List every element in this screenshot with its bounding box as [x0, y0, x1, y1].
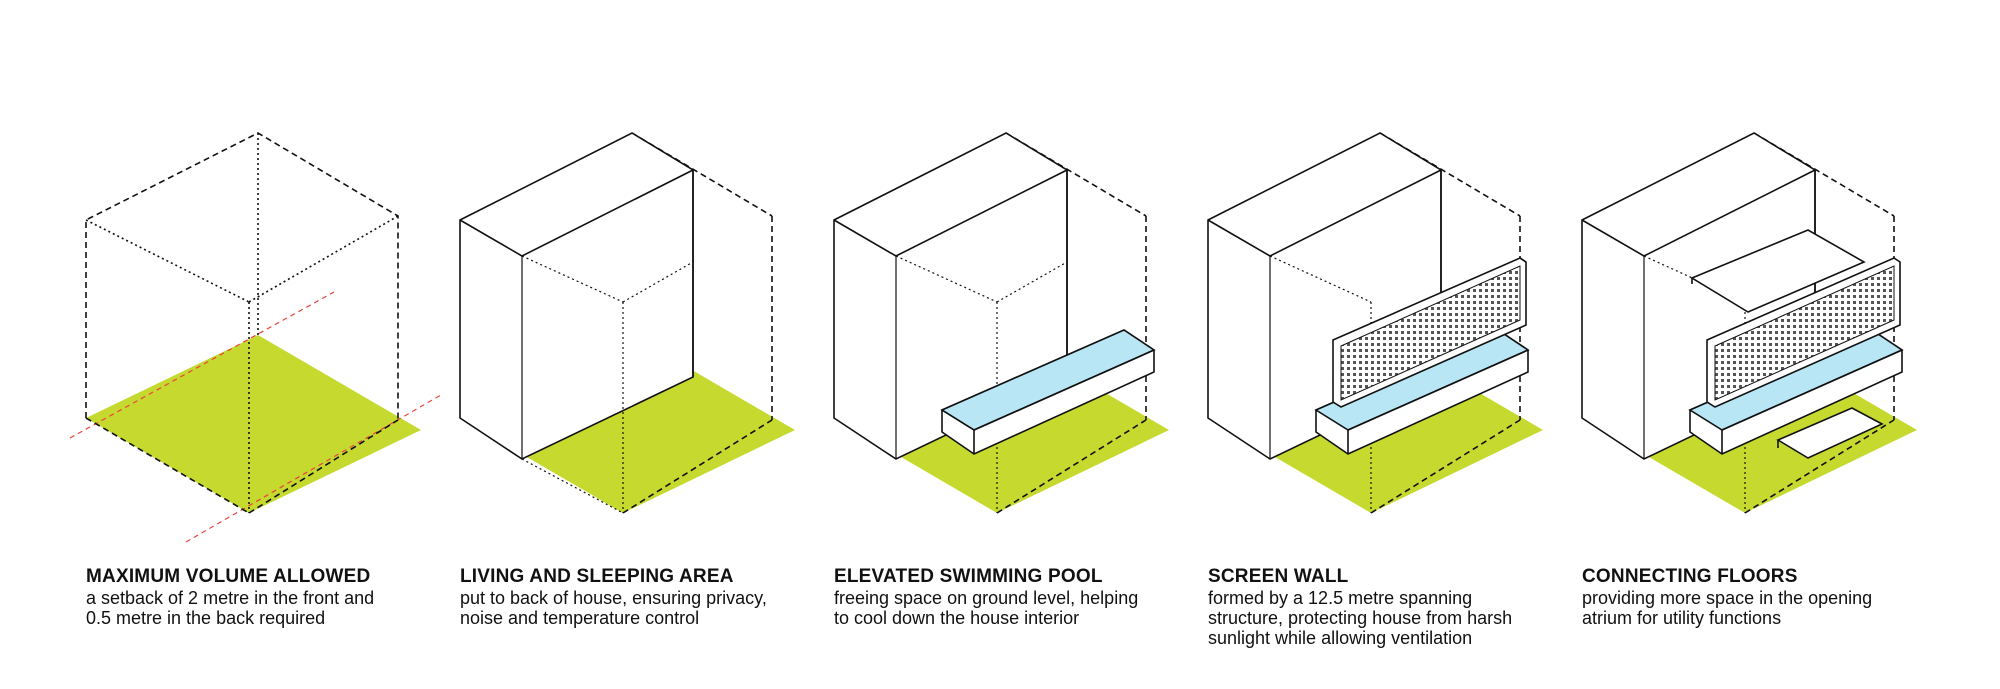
elevated-pool: [940, 329, 1156, 455]
screen-wall-diagram: [1207, 132, 1543, 514]
step-title: ELEVATED SWIMMING POOL: [834, 566, 1103, 587]
step-desc-line: 0.5 metre in the back required: [86, 608, 326, 628]
living-sleeping-diagram: [459, 132, 795, 514]
elevated-pool: [1314, 329, 1530, 455]
step-desc-line: atrium for utility functions: [1582, 608, 1782, 628]
step-desc-line: providing more space in the opening: [1582, 588, 1873, 608]
max-volume-envelope: [996, 132, 1147, 514]
step-desc-line: sunlight while allowing ventilation: [1208, 628, 1473, 648]
site-ground-plane: [86, 335, 421, 513]
step-desc-line: freeing space on ground level, helping: [834, 588, 1139, 608]
elevated-pool-diagram: [833, 132, 1169, 514]
back-setback-line: [185, 394, 442, 543]
step-panel-5: CONNECTING FLOORS providing more space i…: [1581, 0, 1956, 689]
step-panel-1: MAXIMUM VOLUME ALLOWED a setback of 2 me…: [69, 0, 460, 689]
step-panel-4: SCREEN WALL formed by a 12.5 metre spann…: [1207, 0, 1582, 689]
step-panel-3: ELEVATED SWIMMING POOL freeing space on …: [833, 0, 1208, 689]
step-title: MAXIMUM VOLUME ALLOWED: [86, 566, 371, 587]
step-desc-line: noise and temperature control: [460, 608, 700, 628]
step-desc-line: formed by a 12.5 metre spanning: [1208, 588, 1473, 608]
max-volume-envelope: [85, 132, 399, 514]
perforated-screen-wall: [1706, 257, 1901, 408]
step-desc-line: a setback of 2 metre in the front and: [86, 588, 375, 608]
step-title: LIVING AND SLEEPING AREA: [460, 566, 734, 587]
max-volume-envelope: [622, 132, 773, 514]
perforated-screen-wall: [1332, 257, 1527, 408]
step-desc-line: to cool down the house interior: [834, 608, 1080, 628]
step-desc-line: structure, protecting house from harsh: [1208, 608, 1513, 628]
living-sleeping-block: [833, 132, 1068, 460]
step-desc-line: put to back of house, ensuring privacy,: [460, 588, 767, 608]
connecting-floors-diagram: [1581, 132, 1917, 514]
living-sleeping-block: [459, 132, 694, 460]
maximum-volume-diagram: [69, 132, 442, 543]
step-title: CONNECTING FLOORS: [1582, 566, 1798, 587]
step-title: SCREEN WALL: [1208, 566, 1349, 587]
step-panel-2: LIVING AND SLEEPING AREA put to back of …: [459, 0, 834, 689]
